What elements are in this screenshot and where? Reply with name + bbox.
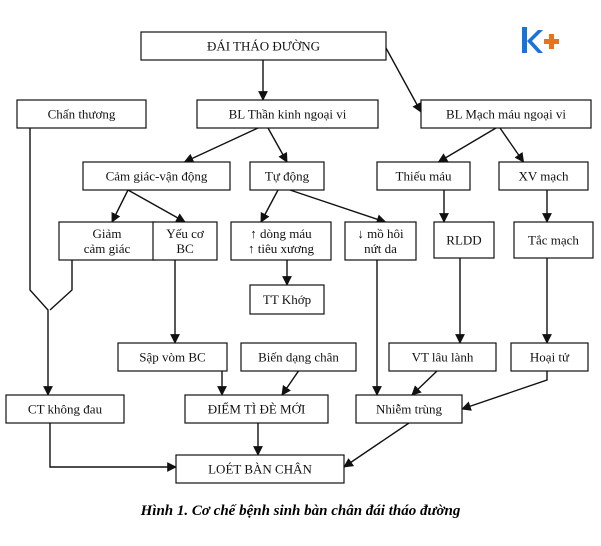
- edge-bien-dang-to-diem-ti-de: [281, 370, 300, 396]
- node-label: Nhiễm trùng: [376, 402, 443, 417]
- node-box: [230, 221, 332, 261]
- node-chan-thuong: Chấn thương: [16, 99, 147, 129]
- node-tt-khop: TT Khớp: [249, 284, 325, 315]
- node-vt-lau-lanh: VT lâu lành: [388, 342, 497, 372]
- node-label: Yếu cơ: [166, 226, 205, 241]
- node-label: BL Thần kinh ngoại vi: [229, 107, 347, 122]
- node-box: [16, 99, 147, 129]
- node-label: Cảm giác-vận động: [106, 169, 208, 184]
- edge-hoai-tu-to-nhiem-trung: [461, 371, 548, 411]
- node-dtd: ĐÁI THÁO ĐƯỜNG: [140, 31, 387, 61]
- node-box: [184, 394, 329, 424]
- node-label: LOÉT BÀN CHÂN: [208, 462, 312, 477]
- node-xv-mach: XV mạch: [498, 161, 589, 191]
- node-label: CT không đau: [28, 402, 103, 417]
- node-label: XV mạch: [519, 169, 569, 184]
- node-label: Tự động: [265, 169, 310, 184]
- node-label: RLDD: [446, 233, 481, 248]
- node-nhiem-trung: Nhiễm trùng: [355, 394, 463, 424]
- node-box: [117, 342, 228, 372]
- node-label: Giảm: [93, 226, 122, 241]
- node-box: [5, 394, 125, 424]
- node-box: [420, 99, 592, 129]
- node-box: [152, 221, 218, 261]
- node-tu-dong: Tự động: [249, 161, 325, 191]
- node-label: ↑ dòng máu: [250, 226, 312, 241]
- node-label: ĐIỂM TÌ ĐÈ MỚI: [208, 402, 306, 417]
- node-label: ĐÁI THÁO ĐƯỜNG: [207, 39, 320, 54]
- node-box: [196, 99, 379, 129]
- edge-bl-mmnv-to-thieu-mau: [437, 127, 497, 163]
- node-tac-mach: Tắc mạch: [513, 221, 594, 259]
- node-bl-tkng: BL Thần kinh ngoại vi: [196, 99, 379, 129]
- node-box: [344, 221, 417, 261]
- edge-nhiem-trung-to-loet: [343, 422, 410, 468]
- node-ct-khong-dau: CT không đau: [5, 394, 125, 424]
- node-box: [513, 221, 594, 259]
- node-diem-ti-de: ĐIỂM TÌ ĐÈ MỚI: [184, 394, 329, 424]
- node-label: BL Mạch máu ngoại vi: [446, 107, 566, 122]
- node-label: nứt da: [364, 241, 397, 256]
- edge-cg-vd-to-giam-cg: [111, 189, 129, 223]
- edge-ct-khong-dau-to-loet: [49, 423, 177, 472]
- edge-cg-vd-to-yeu-co: [127, 189, 186, 223]
- node-label: TT Khớp: [263, 292, 311, 307]
- node-label: Hoại tử: [530, 350, 570, 365]
- node-box: [510, 342, 589, 372]
- node-label: BC: [176, 241, 193, 256]
- node-thieu-mau: Thiếu máu: [376, 161, 471, 191]
- node-bl-mmnv: BL Mạch máu ngoại vi: [420, 99, 592, 129]
- edge-chan-thuong-to-ct-khong-dau: [29, 128, 53, 396]
- node-box: [388, 342, 497, 372]
- node-label: Sập vòm BC: [139, 350, 205, 365]
- edge-bl-mmnv-to-xv-mach: [499, 127, 525, 163]
- node-label: ↓ mồ hôi: [357, 226, 404, 241]
- edge-tu-dong-to-mo-hoi: [289, 189, 387, 224]
- node-box: [175, 454, 345, 484]
- edge-dtd-to-bl-mmnv: [385, 47, 422, 113]
- node-cg-vd: Cảm giác-vận động: [82, 161, 231, 191]
- node-box: [140, 31, 387, 61]
- node-label: cảm giác: [84, 241, 131, 256]
- edge-tu-dong-to-dong-mau: [260, 189, 279, 223]
- node-bien-dang: Biến dạng chân: [240, 342, 357, 372]
- node-label: ↑ tiêu xương: [248, 241, 314, 256]
- node-hoai-tu: Hoại tử: [510, 342, 589, 372]
- node-box: [249, 284, 325, 315]
- node-loet: LOÉT BÀN CHÂN: [175, 454, 345, 484]
- node-box: [249, 161, 325, 191]
- diagram-nodes: ĐÁI THÁO ĐƯỜNG Chấn thương BL Thần kinh ng…: [5, 31, 594, 484]
- edge-bl-tkng-to-tu-dong: [267, 127, 288, 163]
- node-label: Tắc mạch: [528, 233, 579, 248]
- kplus-logo: k+: [519, 24, 563, 58]
- node-label: Thiếu máu: [396, 169, 452, 184]
- node-box: [498, 161, 589, 191]
- node-dong-mau: ↑ dòng máu↑ tiêu xương: [230, 221, 332, 261]
- node-box: [376, 161, 471, 191]
- node-box: [82, 161, 231, 191]
- node-label: VT lâu lành: [412, 350, 474, 365]
- figure-caption: Hình 1. Cơ chế bệnh sinh bàn chân đái th…: [140, 503, 461, 519]
- node-box: [433, 221, 495, 259]
- node-sap-vom: Sập vòm BC: [117, 342, 228, 372]
- edge-bl-tkng-to-cg-vd: [183, 127, 259, 163]
- node-label: Biến dạng chân: [258, 350, 339, 365]
- edge-vt-lau-lanh-to-nhiem-trung: [411, 370, 438, 396]
- node-box: [240, 342, 357, 372]
- node-rldd: RLDD: [433, 221, 495, 259]
- node-box: [355, 394, 463, 424]
- diagram-edges: [29, 47, 552, 472]
- node-label: Chấn thương: [48, 107, 116, 122]
- edge-giam-cg-to-ct-khong-dau: [49, 260, 73, 311]
